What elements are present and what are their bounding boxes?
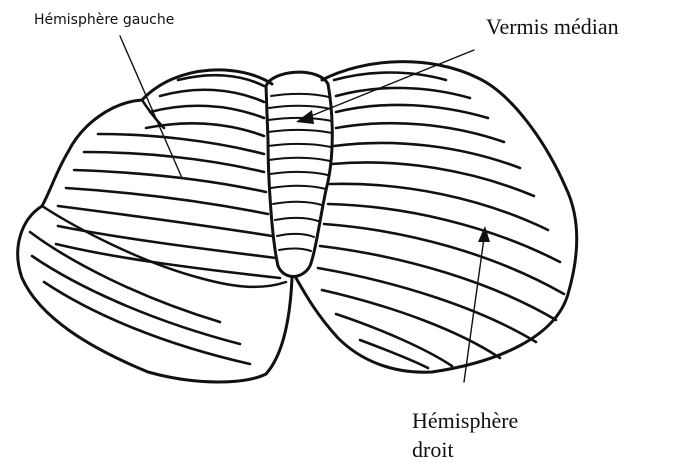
right-hemisphere-folia [318,73,564,369]
label-left-hemisphere: Hémisphère gauche [34,12,174,28]
label-right-hemisphere-line1: Hémisphère [412,406,518,435]
vermis-folia [268,94,332,251]
label-right-hemisphere: Hémisphère droit [412,406,518,464]
label-vermis: Vermis médian [486,14,619,40]
label-right-hemisphere-line2: droit [412,435,518,464]
left-upper-bump [142,100,164,128]
